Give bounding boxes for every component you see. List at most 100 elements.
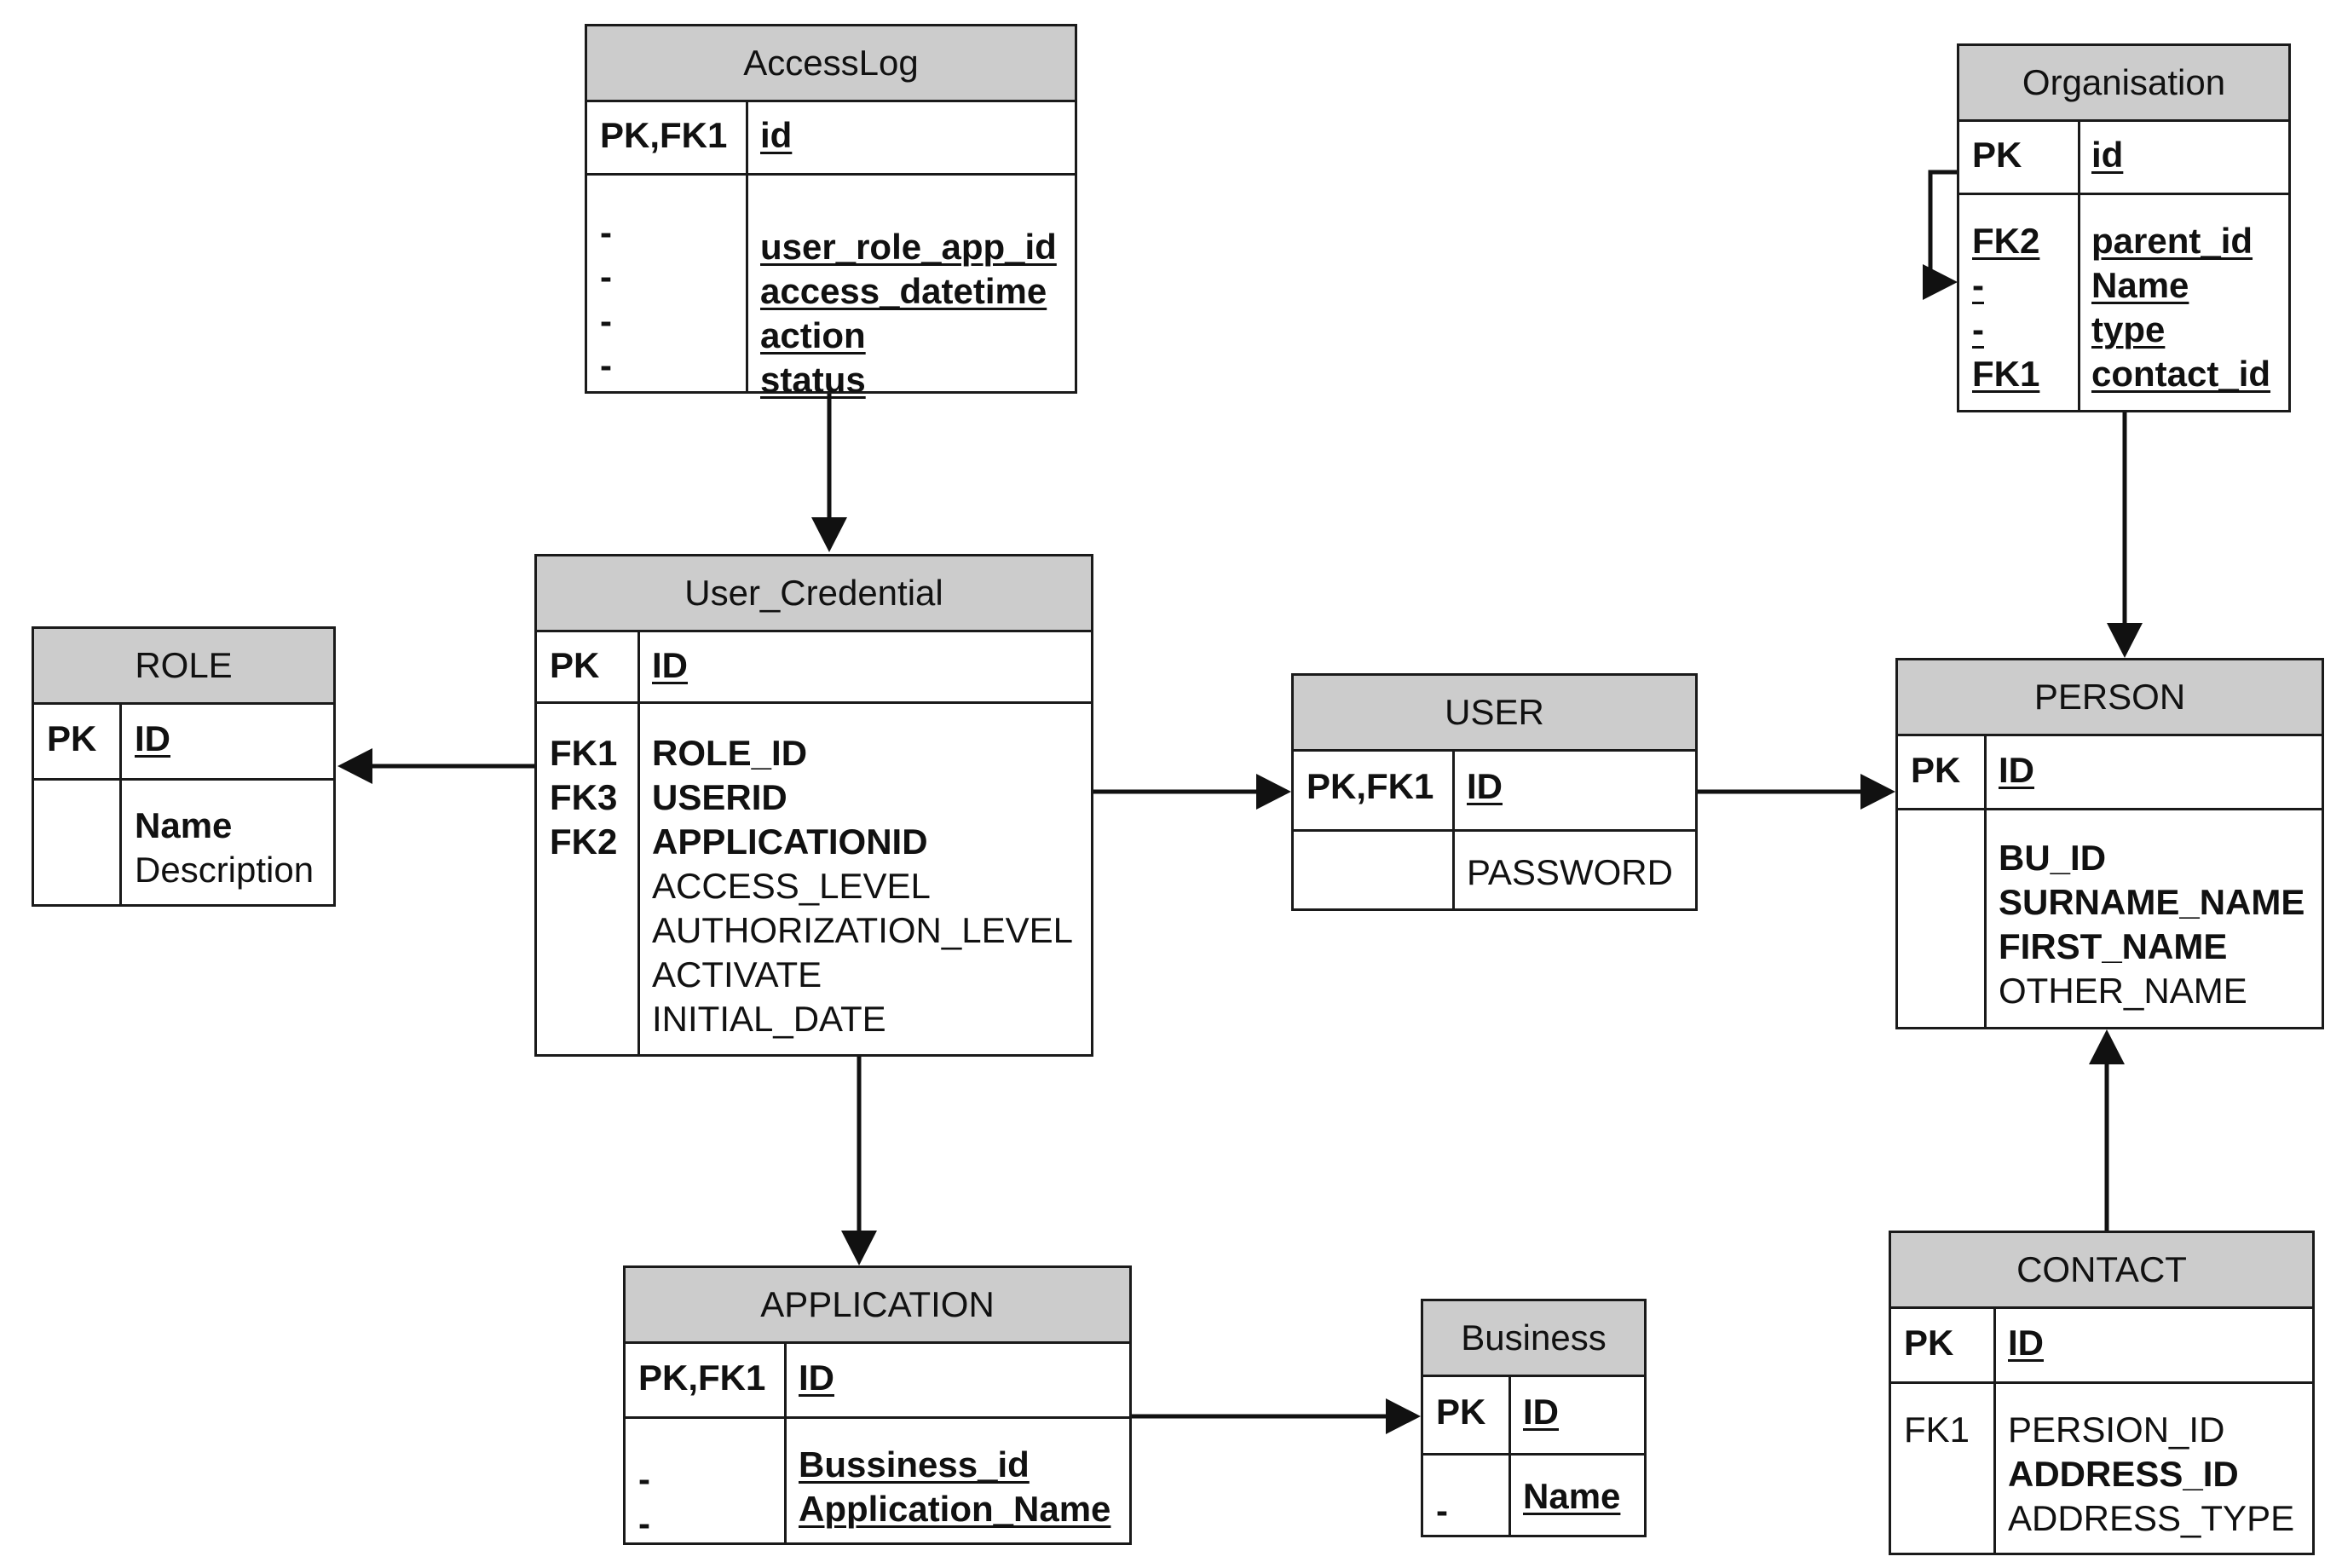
pk-field: ID bbox=[799, 1358, 834, 1398]
pk-label: PK,FK1 bbox=[1307, 766, 1434, 806]
entity-role[interactable]: ROLE PK ID Name Description bbox=[32, 626, 336, 907]
field-column: ROLE_ID USERID APPLICATIONID ACCESS_LEVE… bbox=[652, 731, 1073, 1041]
entity-person[interactable]: PERSON PK ID BU_ID SURNAME_NAME FIRST_NA… bbox=[1895, 658, 2324, 1029]
field-label: user_role_app_id bbox=[760, 227, 1057, 267]
row-divider bbox=[626, 1416, 1129, 1419]
field-label: ADDRESS_TYPE bbox=[2008, 1498, 2295, 1538]
key-label: - bbox=[600, 212, 612, 252]
pk-label: PK,FK1 bbox=[638, 1358, 766, 1398]
row-divider bbox=[1294, 829, 1695, 832]
key-label: FK1 bbox=[1972, 354, 2040, 394]
field-label: access_datetime bbox=[760, 271, 1047, 311]
field-column: Bussiness_id Application_Name bbox=[799, 1443, 1110, 1531]
entity-organisation[interactable]: Organisation PK id FK2 - - FK1 parent_id… bbox=[1957, 43, 2291, 412]
field-column: PERSION_ID ADDRESS_ID ADDRESS_TYPE bbox=[2008, 1408, 2294, 1541]
entity-accesslog[interactable]: AccessLog PK,FK1 id - - - - user_role_ap… bbox=[585, 24, 1077, 400]
key-column: FK1 FK3 FK2 bbox=[550, 731, 617, 864]
column-divider bbox=[1984, 734, 1987, 1027]
key-label: - bbox=[1972, 309, 1984, 349]
arrowhead-icon bbox=[811, 517, 847, 552]
pk-field: ID bbox=[2008, 1323, 2044, 1363]
field-column: BU_ID SURNAME_NAME FIRST_NAME OTHER_NAME bbox=[1999, 836, 2305, 1013]
arrowhead-icon bbox=[1860, 774, 1895, 810]
field-label: SURNAME_NAME bbox=[1999, 882, 2305, 922]
entity-application[interactable]: APPLICATION PK,FK1 ID - - Bussiness_id A… bbox=[623, 1265, 1132, 1545]
entity-title: AccessLog bbox=[587, 26, 1075, 102]
arrowhead-icon bbox=[337, 748, 372, 784]
field-column: Name bbox=[1523, 1474, 1620, 1519]
column-divider bbox=[637, 630, 640, 1054]
pk-label: PK bbox=[550, 645, 600, 685]
entity-title: Organisation bbox=[1959, 46, 2288, 122]
field-label: ROLE_ID bbox=[652, 733, 808, 773]
key-label: - bbox=[600, 301, 612, 341]
entity-title: APPLICATION bbox=[626, 1268, 1129, 1344]
entity-title: USER bbox=[1294, 676, 1695, 752]
key-label: FK2 bbox=[550, 821, 618, 862]
key-label: FK3 bbox=[550, 777, 618, 817]
field-label: ADDRESS_ID bbox=[2008, 1454, 2239, 1494]
entity-title: PERSON bbox=[1898, 660, 2322, 736]
entity-title: CONTACT bbox=[1891, 1233, 2312, 1309]
entity-business[interactable]: Business PK ID - Name bbox=[1421, 1299, 1647, 1537]
field-label: parent_id bbox=[2091, 221, 2253, 261]
field-label: contact_id bbox=[2091, 354, 2271, 394]
entity-title: ROLE bbox=[34, 629, 333, 705]
pk-label: PK bbox=[1436, 1392, 1486, 1432]
key-column: FK1 bbox=[1904, 1408, 1970, 1452]
column-divider bbox=[784, 1341, 787, 1542]
field-label: BU_ID bbox=[1999, 838, 2107, 878]
pk-field: id bbox=[760, 115, 793, 155]
row-divider bbox=[537, 701, 1091, 704]
field-label: status bbox=[760, 360, 866, 400]
key-label: FK1 bbox=[1904, 1409, 1970, 1450]
field-column: user_role_app_id access_datetime action … bbox=[760, 225, 1057, 402]
field-label: USERID bbox=[652, 777, 787, 817]
column-divider bbox=[119, 702, 122, 904]
entity-title: Business bbox=[1423, 1301, 1644, 1377]
row-divider bbox=[587, 173, 1075, 176]
link-organisation-self bbox=[1928, 170, 1957, 285]
key-column: - - - - bbox=[600, 210, 612, 388]
key-column: - bbox=[1436, 1489, 1448, 1533]
arrowhead-icon bbox=[1256, 774, 1291, 810]
key-label: FK2 bbox=[1972, 221, 2040, 261]
key-label: - bbox=[600, 257, 612, 297]
pk-label: PK bbox=[1911, 750, 1961, 790]
pk-label: PK bbox=[47, 718, 97, 758]
field-label: Name bbox=[2091, 265, 2189, 305]
key-label: - bbox=[1436, 1490, 1448, 1531]
pk-field: ID bbox=[135, 718, 170, 758]
field-label: Application_Name bbox=[799, 1489, 1111, 1529]
entity-user[interactable]: USER PK,FK1 ID PASSWORD bbox=[1291, 673, 1698, 911]
arrowhead-icon bbox=[841, 1231, 877, 1265]
field-label: INITIAL_DATE bbox=[652, 999, 886, 1039]
arrowhead-icon bbox=[2107, 623, 2143, 658]
field-label: PASSWORD bbox=[1467, 852, 1673, 892]
field-label: AUTHORIZATION_LEVEL bbox=[652, 910, 1073, 950]
field-column: Name Description bbox=[135, 804, 314, 892]
pk-field: ID bbox=[652, 645, 688, 685]
field-label: type bbox=[2091, 309, 2166, 349]
pk-field: id bbox=[2091, 135, 2124, 175]
key-label: - bbox=[638, 1503, 650, 1543]
pk-label: PK bbox=[1904, 1323, 1954, 1363]
field-label: Bussiness_id bbox=[799, 1444, 1030, 1484]
field-column: PASSWORD bbox=[1467, 850, 1673, 895]
key-label: - bbox=[600, 345, 612, 385]
key-label: - bbox=[638, 1459, 650, 1499]
field-label: Description bbox=[135, 850, 314, 890]
arrowhead-icon bbox=[1386, 1398, 1421, 1434]
row-divider bbox=[34, 778, 333, 781]
row-divider bbox=[1898, 808, 2322, 810]
entity-contact[interactable]: CONTACT PK ID FK1 PERSION_ID ADDRESS_ID … bbox=[1889, 1231, 2315, 1555]
column-divider bbox=[1452, 749, 1455, 908]
row-divider bbox=[1423, 1453, 1644, 1456]
row-divider bbox=[1959, 193, 2288, 195]
field-label: PERSION_ID bbox=[2008, 1409, 2225, 1450]
field-label: APPLICATIONID bbox=[652, 821, 928, 862]
entity-user-credential[interactable]: User_Credential PK ID FK1 FK3 FK2 ROLE_I… bbox=[534, 554, 1093, 1057]
field-label: Name bbox=[135, 805, 233, 845]
column-divider bbox=[746, 100, 748, 391]
